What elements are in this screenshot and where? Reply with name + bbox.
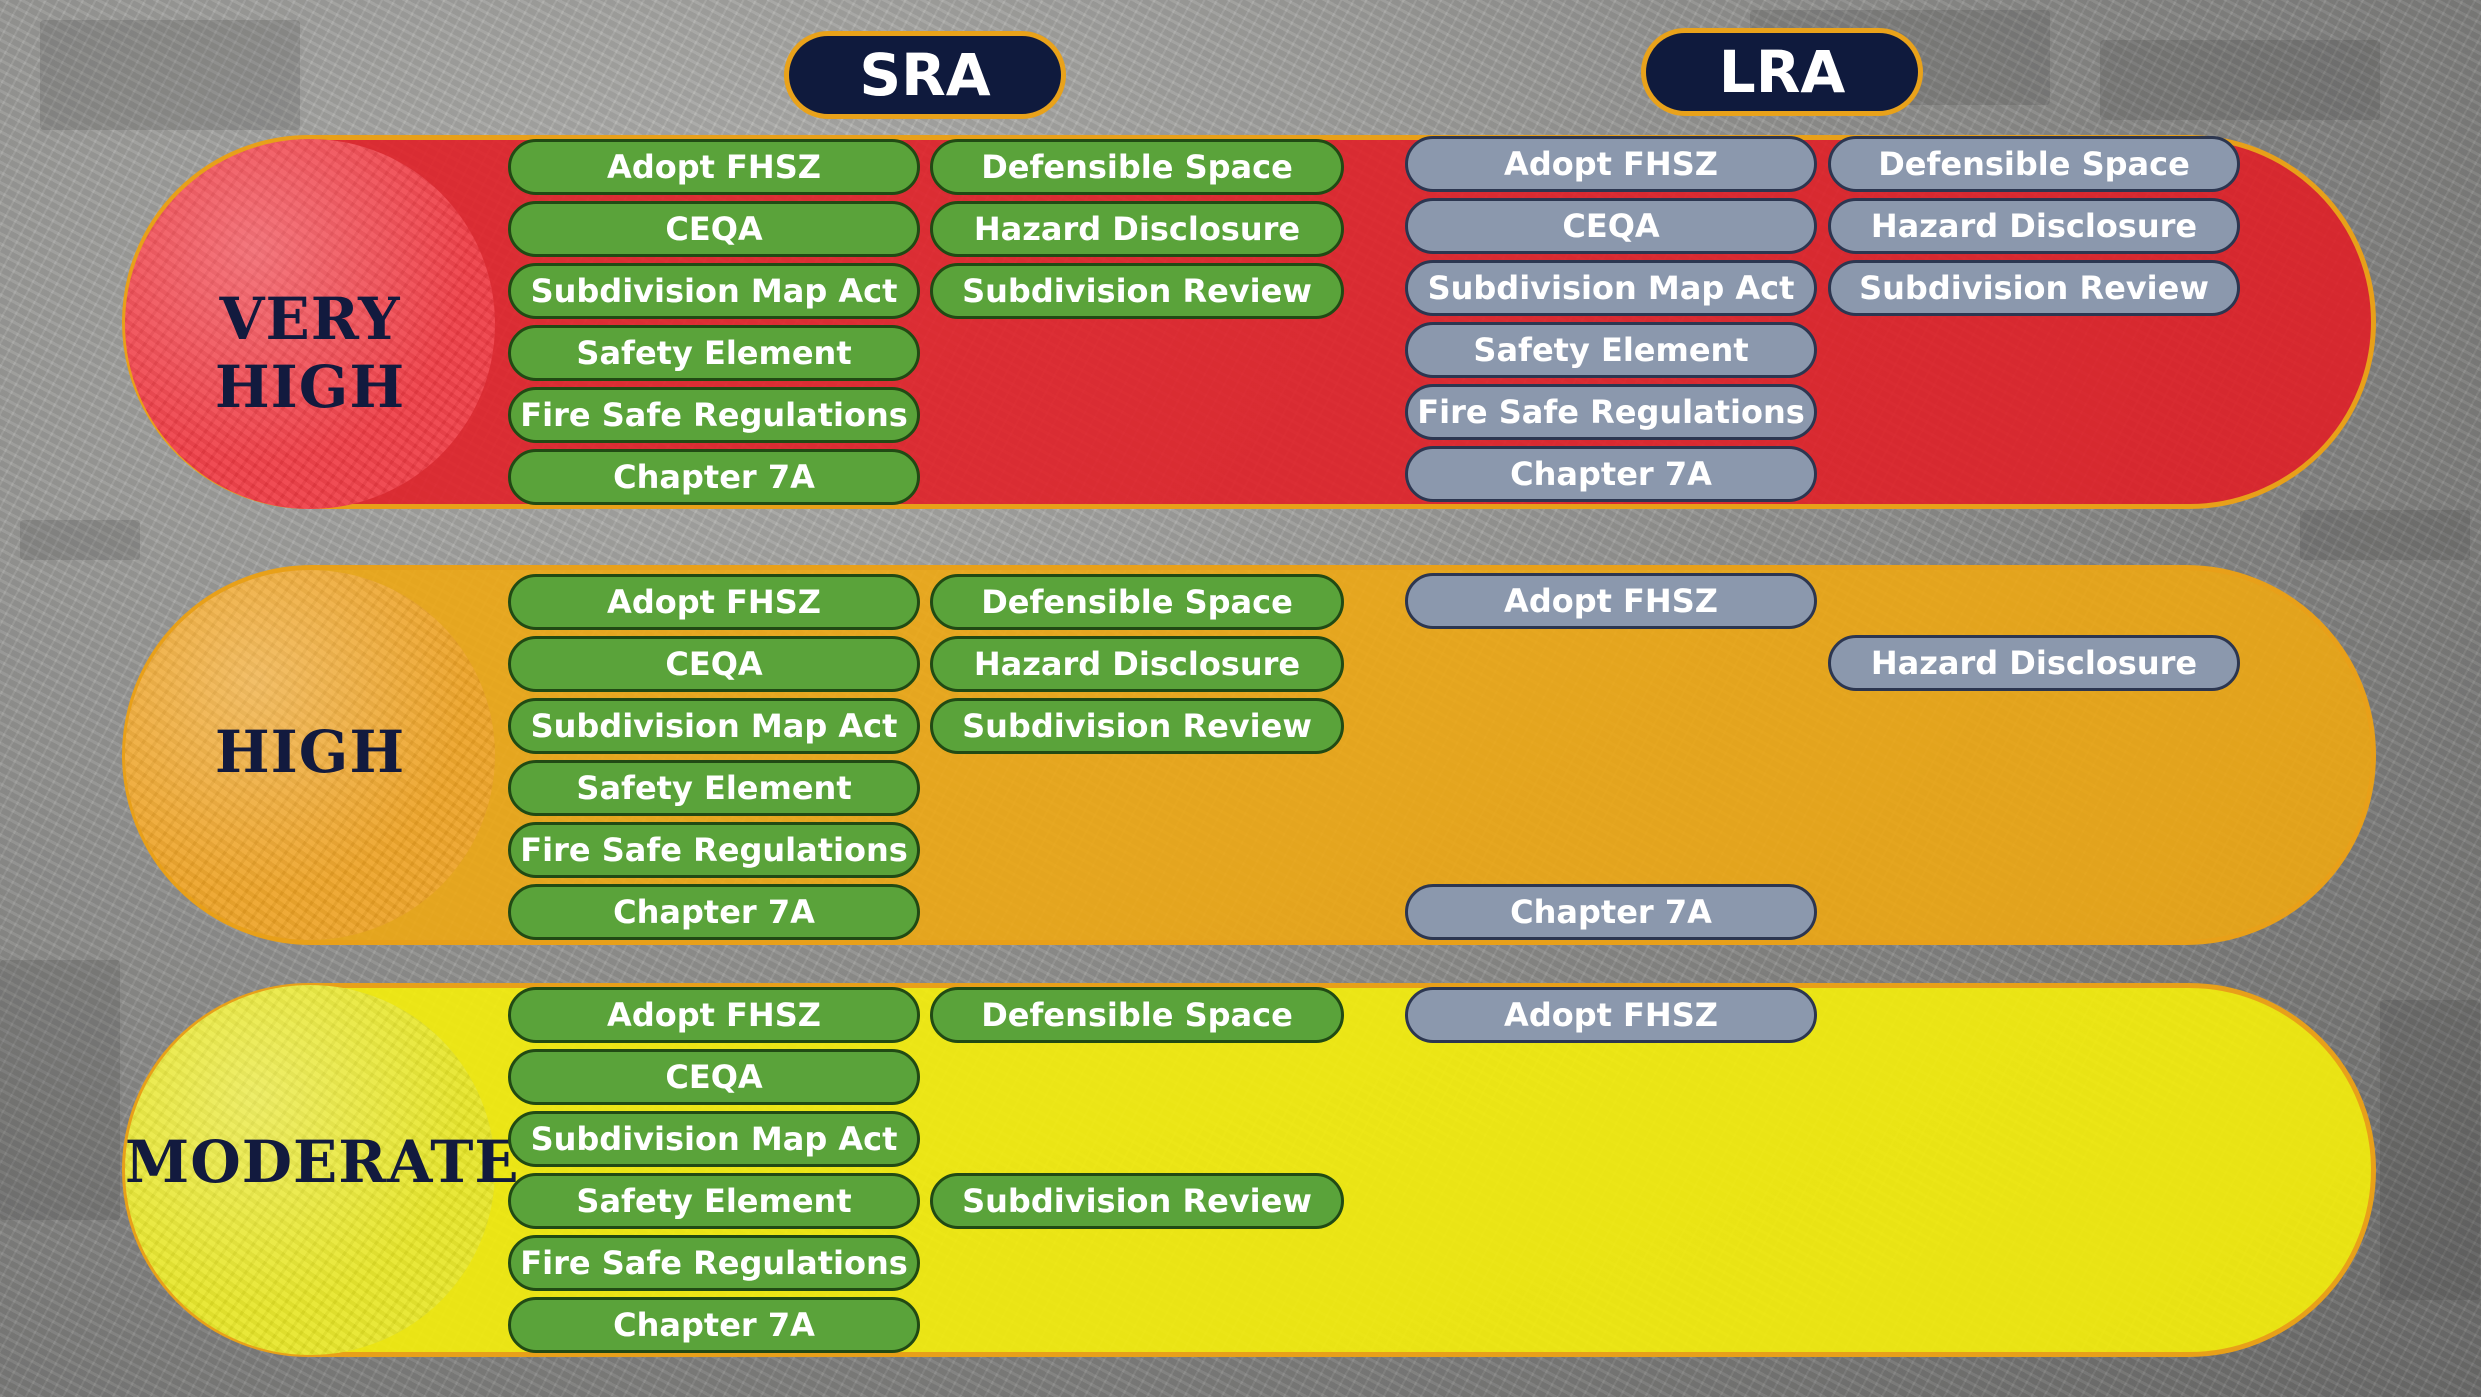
vh-lra-adopt-fhsz: Adopt FHSZ	[1405, 136, 1817, 192]
vh-lra-fire-safe-regulations: Fire Safe Regulations	[1405, 384, 1817, 440]
mo-sra-fire-safe-regulations: Fire Safe Regulations	[508, 1235, 920, 1291]
mo-sra-defensible-space: Defensible Space	[930, 987, 1344, 1043]
mo-sra-adopt-fhsz: Adopt FHSZ	[508, 987, 920, 1043]
hi-sra-hazard-disclosure: Hazard Disclosure	[930, 636, 1344, 692]
background-roof	[40, 20, 300, 130]
hi-sra-subdivision-review: Subdivision Review	[930, 698, 1344, 754]
hi-sra-defensible-space: Defensible Space	[930, 574, 1344, 630]
hi-sra-chapter-7a: Chapter 7A	[508, 884, 920, 940]
hi-lra-adopt-fhsz: Adopt FHSZ	[1405, 573, 1817, 629]
background-roof	[20, 520, 140, 560]
vh-sra-ceqa: CEQA	[508, 201, 920, 257]
very-high-band	[122, 135, 2376, 509]
zone-label-moderate: MODERATE	[125, 1128, 520, 1196]
mo-sra-subdivision-review: Subdivision Review	[930, 1173, 1344, 1229]
mo-sra-subdivision-map-act: Subdivision Map Act	[508, 1111, 920, 1167]
vh-lra-hazard-disclosure: Hazard Disclosure	[1828, 198, 2240, 254]
hi-sra-ceqa: CEQA	[508, 636, 920, 692]
sra-header: SRA	[784, 31, 1066, 119]
mo-sra-ceqa: CEQA	[508, 1049, 920, 1105]
vh-sra-safety-element: Safety Element	[508, 325, 920, 381]
zone-label-very-high: VERY HIGH	[214, 285, 406, 421]
lra-header: LRA	[1641, 28, 1923, 116]
vh-lra-ceqa: CEQA	[1405, 198, 1817, 254]
hi-lra-chapter-7a: Chapter 7A	[1405, 884, 1817, 940]
moderate-band	[122, 983, 2376, 1357]
background-roof	[0, 960, 120, 1220]
hi-lra-hazard-disclosure: Hazard Disclosure	[1828, 635, 2240, 691]
vh-sra-subdivision-review: Subdivision Review	[930, 263, 1344, 319]
background-roof	[2380, 1000, 2480, 1300]
high-circle	[125, 570, 495, 940]
vh-lra-subdivision-review: Subdivision Review	[1828, 260, 2240, 316]
hi-sra-adopt-fhsz: Adopt FHSZ	[508, 574, 920, 630]
vh-sra-defensible-space: Defensible Space	[930, 139, 1344, 195]
mo-sra-chapter-7a: Chapter 7A	[508, 1297, 920, 1353]
hi-sra-safety-element: Safety Element	[508, 760, 920, 816]
vh-sra-hazard-disclosure: Hazard Disclosure	[930, 201, 1344, 257]
background-roof	[2100, 40, 2380, 120]
vh-sra-subdivision-map-act: Subdivision Map Act	[508, 263, 920, 319]
hi-sra-subdivision-map-act: Subdivision Map Act	[508, 698, 920, 754]
vh-sra-fire-safe-regulations: Fire Safe Regulations	[508, 387, 920, 443]
very-high-circle	[125, 139, 495, 509]
vh-lra-safety-element: Safety Element	[1405, 322, 1817, 378]
vh-sra-adopt-fhsz: Adopt FHSZ	[508, 139, 920, 195]
vh-lra-chapter-7a: Chapter 7A	[1405, 446, 1817, 502]
zone-label-high: HIGH	[214, 718, 406, 786]
mo-sra-safety-element: Safety Element	[508, 1173, 920, 1229]
vh-lra-defensible-space: Defensible Space	[1828, 136, 2240, 192]
background-roof	[2300, 510, 2470, 560]
vh-sra-chapter-7a: Chapter 7A	[508, 449, 920, 505]
moderate-circle	[125, 985, 495, 1355]
vh-lra-subdivision-map-act: Subdivision Map Act	[1405, 260, 1817, 316]
mo-lra-adopt-fhsz: Adopt FHSZ	[1405, 987, 1817, 1043]
hi-sra-fire-safe-regulations: Fire Safe Regulations	[508, 822, 920, 878]
